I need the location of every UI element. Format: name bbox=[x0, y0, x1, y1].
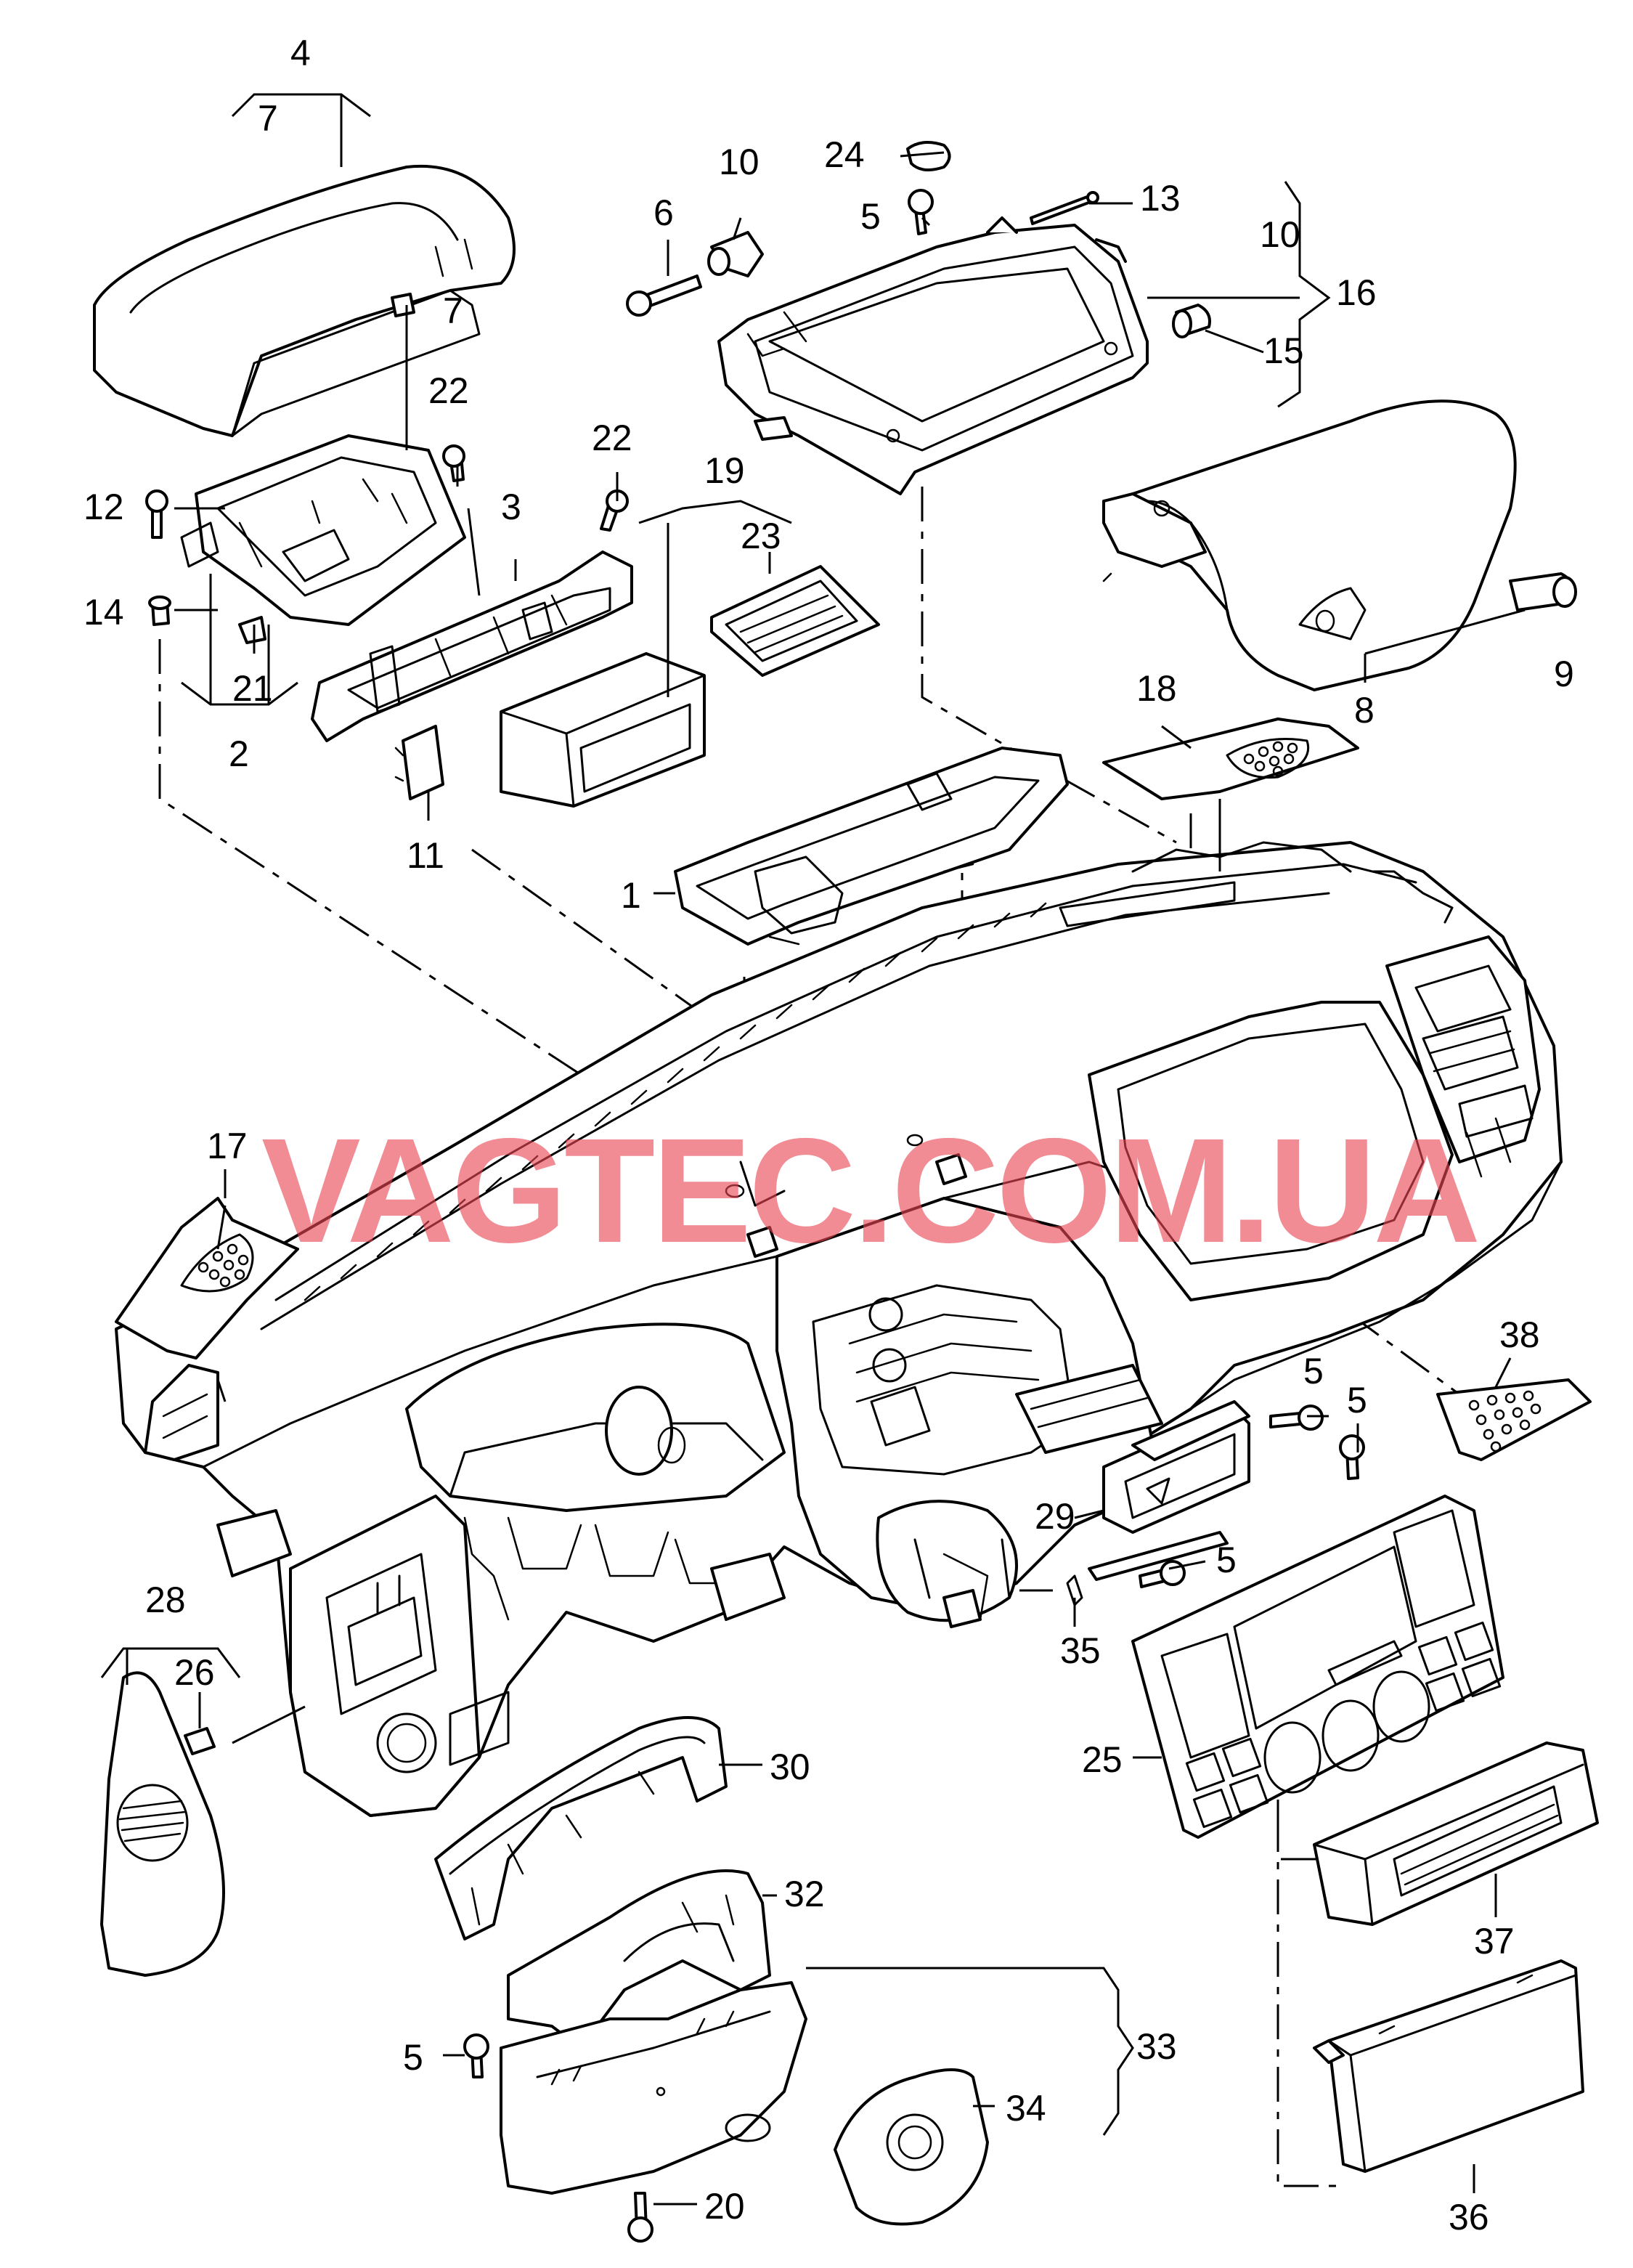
callout-8: 8 bbox=[1354, 690, 1375, 731]
part-11-cover-cap bbox=[394, 725, 444, 800]
part-38-grille-plate bbox=[1436, 1378, 1592, 1461]
callout-36: 36 bbox=[1449, 2197, 1489, 2237]
part-16-upper-compartment bbox=[717, 216, 1149, 495]
callout-7-top: 7 bbox=[258, 98, 278, 139]
leader-lines bbox=[100, 93, 1526, 2206]
callout-15: 15 bbox=[1263, 330, 1304, 371]
part-17-speaker-cover-left bbox=[115, 1197, 299, 1359]
dashboard-panel bbox=[115, 841, 1563, 1817]
callout-35: 35 bbox=[1060, 1630, 1101, 1671]
callout-12: 12 bbox=[84, 487, 124, 527]
callout-5-mid: 5 bbox=[1216, 1540, 1237, 1580]
part-9-lock-cylinder bbox=[1315, 572, 1577, 633]
part-8-glovebox-lid bbox=[1102, 399, 1517, 691]
callout-5-bottom: 5 bbox=[403, 2037, 423, 2078]
callout-34: 34 bbox=[1006, 2088, 1046, 2129]
speaker-holes-right bbox=[1243, 741, 1298, 777]
callout-4: 4 bbox=[290, 33, 311, 73]
part-1-storage-tray bbox=[674, 747, 1069, 946]
callout-7: 7 bbox=[443, 290, 463, 331]
callout-9: 9 bbox=[1554, 654, 1574, 694]
callout-14: 14 bbox=[84, 592, 124, 633]
callout-38: 38 bbox=[1499, 1314, 1540, 1355]
callout-13: 13 bbox=[1140, 178, 1181, 219]
callout-1: 1 bbox=[621, 875, 641, 916]
callout-22-left: 22 bbox=[428, 370, 469, 411]
callout-24: 24 bbox=[824, 134, 865, 175]
part-26-clip bbox=[184, 1727, 216, 1755]
callout-10-right: 10 bbox=[1260, 214, 1300, 255]
callout-20: 20 bbox=[704, 2186, 745, 2227]
callout-3: 3 bbox=[501, 487, 521, 527]
callout-26: 26 bbox=[174, 1652, 215, 1693]
part-37-radio-unit bbox=[1313, 1741, 1599, 1926]
part-2-mounting-bracket bbox=[180, 434, 466, 626]
callout-16: 16 bbox=[1336, 272, 1377, 313]
part-33-lower-column-shroud bbox=[500, 1981, 807, 2195]
callout-17: 17 bbox=[207, 1126, 248, 1166]
callout-29: 29 bbox=[1035, 1496, 1075, 1537]
callout-labels: 4 7 7 22 22 12 14 21 2 3 11 19 23 1 6 10… bbox=[84, 33, 1574, 2237]
callout-37: 37 bbox=[1474, 1921, 1515, 1962]
callout-18: 18 bbox=[1136, 668, 1177, 709]
part-36-storage-box bbox=[1313, 1959, 1584, 2173]
callout-21: 21 bbox=[232, 668, 273, 709]
callout-5-right-a: 5 bbox=[1303, 1351, 1324, 1391]
part-25-switch-panel bbox=[1131, 1495, 1504, 1839]
callout-33: 33 bbox=[1136, 2026, 1177, 2067]
callout-23: 23 bbox=[741, 516, 781, 556]
callout-25: 25 bbox=[1082, 1739, 1123, 1780]
callout-28: 28 bbox=[145, 1580, 186, 1620]
speaker-holes-left bbox=[197, 1243, 249, 1288]
callout-10-top: 10 bbox=[719, 142, 760, 182]
callout-2: 2 bbox=[229, 733, 249, 774]
part-34-ignition-trim bbox=[834, 2068, 989, 2226]
callout-11: 11 bbox=[407, 835, 444, 876]
callout-22-center: 22 bbox=[592, 418, 632, 458]
part-18-speaker-cover-right bbox=[1102, 718, 1359, 800]
watermark-text: VAGTEC.COM.UA bbox=[261, 1107, 1478, 1274]
part-3-trim-frame bbox=[311, 550, 633, 742]
part-4-upper-cover bbox=[93, 164, 516, 437]
callout-19: 19 bbox=[704, 450, 745, 491]
callout-30: 30 bbox=[770, 1747, 810, 1787]
part-30-cluster-trim bbox=[434, 1716, 728, 1940]
part-23-insert-mat bbox=[710, 565, 880, 677]
part-19-storage-box bbox=[500, 652, 706, 808]
part-32-upper-column-shroud bbox=[507, 1869, 771, 2049]
callout-6: 6 bbox=[653, 192, 674, 233]
callout-32: 32 bbox=[784, 1874, 825, 1914]
part-35-clip-strip bbox=[1066, 1531, 1229, 1606]
callout-5-right-b: 5 bbox=[1347, 1380, 1367, 1420]
grille-holes bbox=[1468, 1390, 1542, 1452]
part-29-hazard-switch-housing bbox=[1102, 1400, 1250, 1534]
defroster-vent-slots bbox=[304, 881, 1236, 1301]
callout-5-top: 5 bbox=[860, 196, 881, 237]
part-28-pillar-trim bbox=[100, 1671, 225, 1977]
